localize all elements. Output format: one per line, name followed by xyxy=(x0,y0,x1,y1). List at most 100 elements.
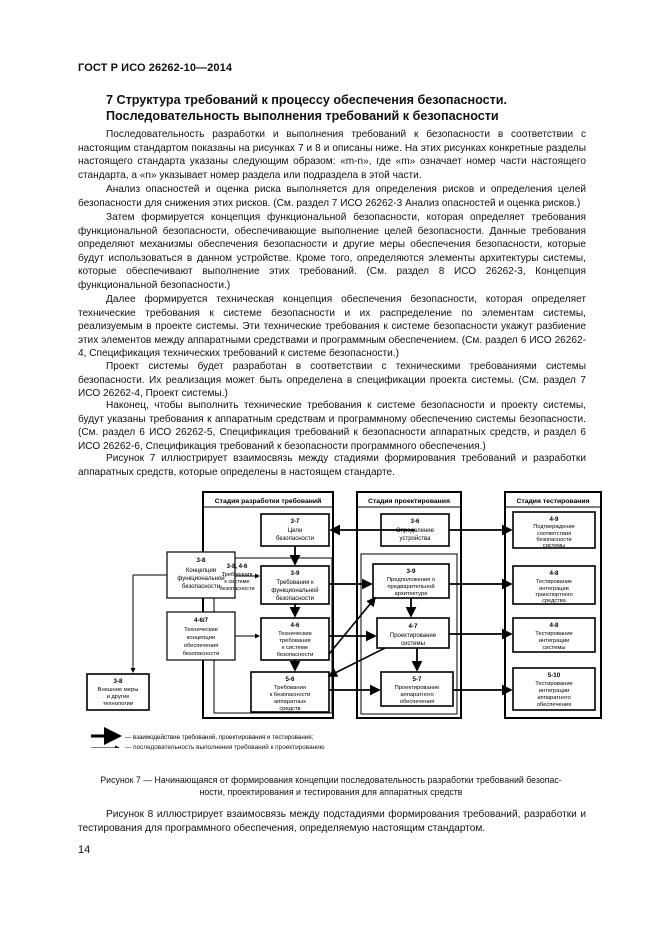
box-vehicle-integration-testing: 4-8 Тестирование интеграции транспортног… xyxy=(512,565,596,605)
box-system-integration-testing: 4-8 Тестирование интеграции системы xyxy=(512,617,596,653)
svg-text:интеграции: интеграции xyxy=(539,638,570,644)
svg-text:4-6/7: 4-6/7 xyxy=(194,617,209,624)
svg-text:4-9: 4-9 xyxy=(550,516,560,523)
svg-text:средств: средств xyxy=(279,706,300,712)
svg-text:аппаратных: аппаратных xyxy=(274,699,306,705)
svg-text:безопасности: безопасности xyxy=(183,651,220,657)
svg-text:к системе: к системе xyxy=(282,645,308,651)
svg-text:безопасности: безопасности xyxy=(276,596,314,602)
svg-text:5-6: 5-6 xyxy=(286,676,296,683)
svg-text:технологии: технологии xyxy=(103,701,133,707)
svg-text:требования: требования xyxy=(279,638,310,644)
svg-text:и другие: и другие xyxy=(107,694,130,700)
box-technical-safety-requirements: 4-6 Технические требования к системе без… xyxy=(260,617,330,661)
box-hardware-integration-testing: 5-10 Тестирование интеграции аппаратного… xyxy=(512,667,596,711)
figure-caption: Рисунок 7 — Начинающаяся от формирования… xyxy=(84,774,578,798)
svg-text:функциональной: функциональной xyxy=(271,587,318,594)
svg-text:4-7: 4-7 xyxy=(409,623,419,630)
box-functional-safety-concept: 3-8 Концепция функциональной безопасност… xyxy=(166,551,236,599)
section-title: 7 Структура требований к процессу обеспе… xyxy=(106,92,576,124)
svg-text:обеспечения: обеспечения xyxy=(184,643,219,649)
svg-text:Технические: Технические xyxy=(278,631,312,637)
column-testing: Стадия тестирования xyxy=(504,491,602,719)
box-external-measures: 3-8 Внешние меры и другие технологии xyxy=(86,673,150,711)
svg-text:5-10: 5-10 xyxy=(548,672,561,679)
svg-text:Тестирование: Тестирование xyxy=(535,681,573,687)
svg-text:Тестирование: Тестирование xyxy=(535,631,573,637)
svg-text:Цели: Цели xyxy=(288,528,302,534)
paragraph-1: Последовательность разработки и выполнен… xyxy=(78,129,586,181)
svg-text:4-6: 4-6 xyxy=(291,622,301,629)
column-requirements: Стадия разработки требований xyxy=(202,491,334,719)
svg-text:Внешние меры: Внешние меры xyxy=(98,687,139,693)
svg-text:безопасности: безопасности xyxy=(277,652,314,658)
section-title-line-1: 7 Структура требований к процессу обеспе… xyxy=(106,93,508,107)
svg-text:4-8: 4-8 xyxy=(550,570,560,577)
svg-text:3-9: 3-9 xyxy=(291,570,301,577)
svg-text:4-8: 4-8 xyxy=(550,622,560,629)
svg-text:системы: системы xyxy=(543,543,565,549)
legend-interaction-text: — взаимодействие требований, проектирова… xyxy=(125,734,314,741)
column-requirements-title: Стадия разработки требований xyxy=(215,497,322,505)
box-system-safety-requirements-label: 3-8, 4-6 Требования к системе безопаснос… xyxy=(219,564,254,592)
paragraph-7: Рисунок 7 иллюстрирует взаимосвязь между… xyxy=(78,453,586,478)
box-hardware-safety-requirements: 5-6 Требования к безопасности аппаратных… xyxy=(250,671,330,713)
box-functional-safety-requirements: 3-9 Требования к функциональной безопасн… xyxy=(260,565,330,605)
svg-text:3-6: 3-6 xyxy=(411,518,421,525)
svg-text:3-8, 4-6: 3-8, 4-6 xyxy=(227,564,248,570)
figure-7-diagram: Стадия разработки требований Стадия прое… xyxy=(86,491,602,748)
column-design-title: Стадия проектирования xyxy=(368,498,450,505)
box-preliminary-architecture: 3-9 Предположения о предварительной архи… xyxy=(372,563,450,599)
svg-text:Требования к: Требования к xyxy=(276,580,314,586)
svg-text:интеграции: интеграции xyxy=(539,688,570,694)
figure-caption-line-1: Рисунок 7 — Начинающаяся от формирования… xyxy=(100,775,562,785)
svg-text:устройства: устройства xyxy=(400,535,432,542)
svg-text:интеграции: интеграции xyxy=(539,586,569,592)
svg-text:Подтверждение: Подтверждение xyxy=(533,524,574,530)
svg-text:3-7: 3-7 xyxy=(291,518,301,525)
svg-text:функциональной: функциональной xyxy=(177,575,224,582)
svg-text:Требования: Требования xyxy=(274,685,306,691)
svg-text:предварительной: предварительной xyxy=(387,583,434,590)
box-technical-safety-concept: 4-6/7 Технические концепции обеспечения … xyxy=(166,611,236,661)
svg-text:к безопасности: к безопасности xyxy=(270,692,311,698)
svg-text:Проектирование: Проектирование xyxy=(395,685,440,691)
svg-text:безопасности: безопасности xyxy=(536,537,571,543)
closing-paragraph: Рисунок 8 иллюстрирует взаимосвязь между… xyxy=(78,809,586,834)
paragraph-4: Далее формируется техническая концепция … xyxy=(78,294,586,360)
svg-text:средства: средства xyxy=(542,598,566,604)
svg-text:соответствия: соответствия xyxy=(537,531,571,537)
svg-text:безопасности: безопасности xyxy=(276,536,314,542)
box-safety-goals: 3-7 Цели безопасности xyxy=(260,513,330,547)
box-safety-validation: 4-9 Подтверждение соответствия безопасно… xyxy=(512,511,596,549)
column-testing-title: Стадия тестирования xyxy=(516,498,589,505)
svg-text:обеспечения: обеспечения xyxy=(400,699,435,705)
document-header: ГОСТ Р ИСО 26262-10—2014 xyxy=(78,62,233,74)
svg-text:Тестирование: Тестирование xyxy=(536,579,572,585)
paragraph-2: Анализ опасностей и оценка риска выполня… xyxy=(78,184,586,209)
svg-text:3-8: 3-8 xyxy=(114,678,124,685)
svg-text:концепции: концепции xyxy=(187,635,215,641)
page-number: 14 xyxy=(78,844,91,856)
svg-text:аппаратного: аппаратного xyxy=(537,695,570,701)
svg-text:системы: системы xyxy=(542,645,565,651)
svg-text:3-9: 3-9 xyxy=(407,568,417,575)
svg-text:к системе: к системе xyxy=(224,579,249,585)
svg-text:Концепция: Концепция xyxy=(186,568,216,574)
svg-text:архитектуре: архитектуре xyxy=(395,591,428,597)
svg-text:Определение: Определение xyxy=(396,528,435,534)
paragraph-6: Наконец, чтобы выполнить технические тре… xyxy=(78,400,586,452)
section-title-line-2: Последовательность выполнения требований… xyxy=(106,109,499,123)
paragraph-5: Проект системы будет разработан в соотве… xyxy=(78,361,586,400)
svg-text:безопасности: безопасности xyxy=(219,586,254,592)
paragraph-3: Затем формируется концепция функциональн… xyxy=(78,212,586,291)
svg-text:аппаратного: аппаратного xyxy=(400,692,433,698)
svg-text:обеспечения: обеспечения xyxy=(537,702,572,708)
box-hardware-design: 5-7 Проектирование аппаратного обеспечен… xyxy=(380,671,454,707)
diagram-arrows xyxy=(130,524,513,696)
svg-text:транспортного: транспортного xyxy=(535,592,573,598)
figure-caption-line-2: ности, проектирования и тестирования для… xyxy=(199,787,463,797)
legend: — взаимодействие требований, проектирова… xyxy=(91,727,314,748)
legend-sequence-text: — последовательность выполнения требован… xyxy=(125,744,325,751)
column-design: Стадия проектирования xyxy=(356,491,462,719)
